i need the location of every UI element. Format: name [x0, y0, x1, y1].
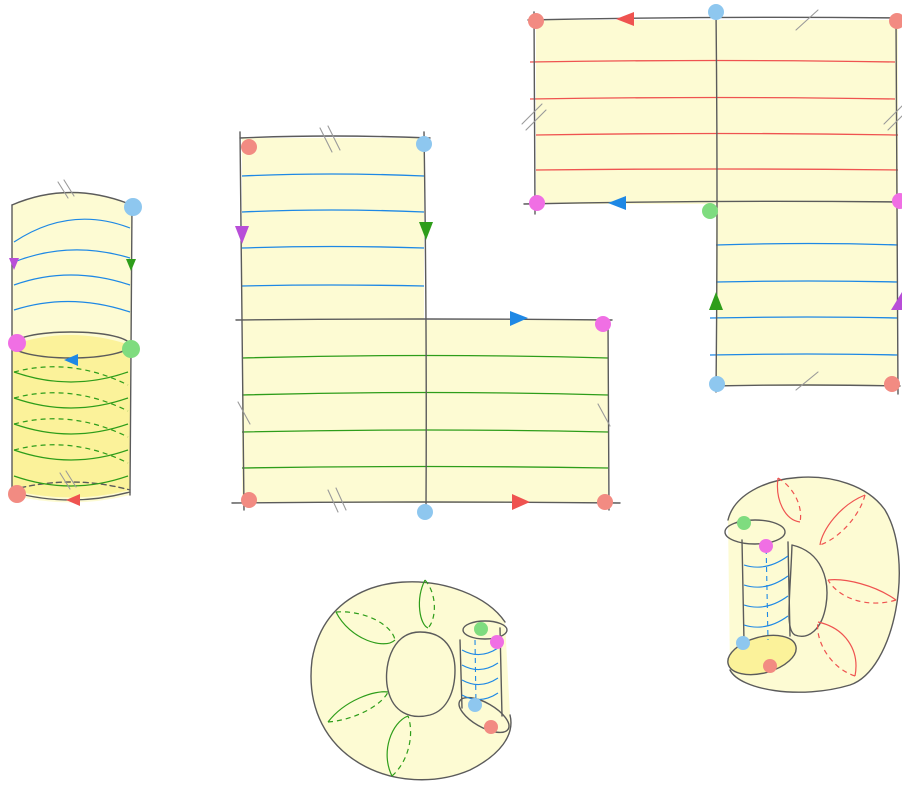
fig-cylinder-coil — [8, 180, 142, 506]
corner-dot-icon — [529, 195, 545, 211]
corner-dot-icon — [736, 636, 750, 650]
corner-dot-icon — [122, 340, 140, 358]
fig-torus-red — [724, 477, 900, 692]
corner-dot-icon — [884, 376, 900, 392]
corner-dot-icon — [417, 504, 433, 520]
corner-dot-icon — [241, 492, 257, 508]
corner-dot-icon — [468, 698, 482, 712]
corner-dot-icon — [759, 539, 773, 553]
corner-dot-icon — [490, 635, 504, 649]
corner-dot-icon — [484, 720, 498, 734]
corner-dot-icon — [708, 4, 724, 20]
corner-dot-icon — [241, 139, 257, 155]
corner-dot-icon — [124, 198, 142, 216]
corner-dot-icon — [597, 494, 613, 510]
corner-dot-icon — [474, 622, 488, 636]
corner-dot-icon — [763, 659, 777, 673]
corner-dot-icon — [8, 334, 26, 352]
corner-dot-icon — [528, 13, 544, 29]
corner-dot-icon — [702, 203, 718, 219]
corner-dot-icon — [737, 516, 751, 530]
corner-dot-icon — [416, 136, 432, 152]
corner-dot-icon — [709, 376, 725, 392]
corner-dot-icon — [8, 485, 26, 503]
corner-dot-icon — [595, 316, 611, 332]
fig-torus-green — [311, 580, 514, 780]
